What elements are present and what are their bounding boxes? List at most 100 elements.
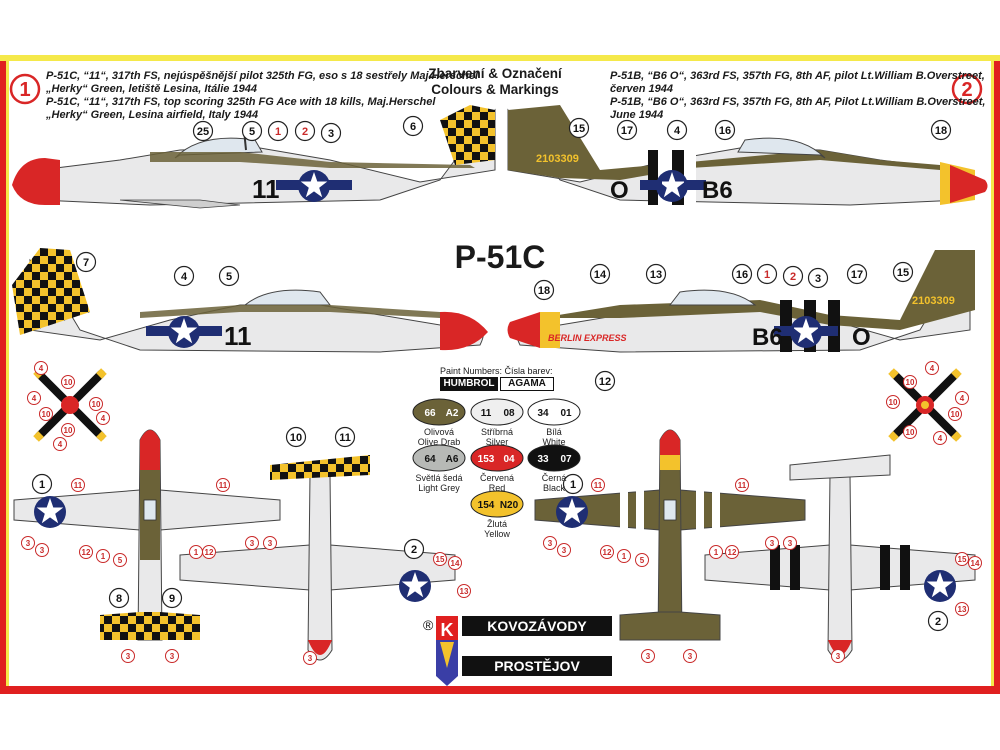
callout-6-label: 6 bbox=[410, 121, 416, 133]
callout-3a: 3 bbox=[320, 122, 342, 144]
callout-small-3n-label: 3 bbox=[836, 652, 841, 661]
swatch-red-humbrol: 153 bbox=[478, 454, 495, 465]
callout-16a-label: 16 bbox=[719, 125, 731, 137]
callout-16a: 16 bbox=[714, 119, 736, 141]
callout-small-10f-label: 10 bbox=[889, 398, 898, 407]
callout-small-10a-label: 10 bbox=[64, 378, 73, 387]
label-yellow: Žlutá Yellow bbox=[467, 519, 527, 539]
plan-2-top bbox=[534, 429, 806, 641]
callout-2c-label: 2 bbox=[411, 544, 417, 556]
swatch-yellow-agama: N20 bbox=[500, 500, 519, 511]
callout-small-12b: 12 bbox=[202, 545, 216, 559]
scheme-badge-2: 2 bbox=[951, 73, 983, 105]
callout-small-10e-label: 10 bbox=[906, 378, 915, 387]
callout-18a-label: 18 bbox=[935, 125, 947, 137]
scheme-2-line-2: červen 1944 bbox=[610, 83, 673, 95]
callout-small-4g: 4 bbox=[933, 431, 947, 445]
callout-small-12a: 12 bbox=[79, 545, 93, 559]
callout-small-3a: 3 bbox=[21, 536, 35, 550]
callout-small-3k: 3 bbox=[783, 536, 797, 550]
label-silver-cz: Stříbrná bbox=[480, 427, 513, 437]
callout-small-14a-label: 14 bbox=[451, 559, 460, 568]
callout-small-4f: 4 bbox=[955, 391, 969, 405]
callout-small-10d-label: 10 bbox=[64, 426, 73, 435]
callout-small-3d: 3 bbox=[263, 536, 277, 550]
callout-small-15a-label: 15 bbox=[436, 555, 445, 564]
callout-2a-label: 2 bbox=[302, 126, 308, 138]
callout-small-5b-label: 5 bbox=[640, 556, 645, 565]
label-red-en: Red bbox=[488, 483, 506, 493]
callout-small-4g-label: 4 bbox=[938, 434, 943, 443]
swatch-olive-drab-humbrol: 66 bbox=[424, 408, 436, 419]
callout-small-4e: 4 bbox=[925, 361, 939, 375]
callout-small-4c-label: 4 bbox=[101, 414, 106, 423]
paint-chart: 66 A2 11 08 34 01 64 A6 153 04 33 07 154… bbox=[412, 398, 581, 518]
scheme-badge-1-text: 1 bbox=[19, 79, 30, 101]
callout-small-4b-label: 4 bbox=[32, 394, 37, 403]
callout-4b-label: 4 bbox=[181, 271, 188, 283]
scheme-1-line-2: „Herky“ Green, letiště Lesina, Itálie 19… bbox=[46, 83, 257, 95]
callout-1d-label: 1 bbox=[570, 479, 576, 491]
colours-title: Zbarvení & Označení Colours & Markings bbox=[405, 66, 585, 98]
callout-small-3n: 3 bbox=[831, 649, 845, 663]
callout-1a-label: 1 bbox=[275, 126, 281, 138]
callout-small-13b: 13 bbox=[955, 602, 969, 616]
callout-15a: 15 bbox=[568, 117, 590, 139]
callouts-small: 4 10 4 10 10 4 10 4 4 10 4 10 10 10 4 11… bbox=[21, 361, 982, 665]
callout-small-4d: 4 bbox=[53, 437, 67, 451]
callout-small-3d-label: 3 bbox=[268, 539, 273, 548]
callout-small-10d: 10 bbox=[61, 423, 75, 437]
swatch-olive-drab-agama: A2 bbox=[446, 408, 459, 419]
callout-small-4f-label: 4 bbox=[960, 394, 965, 403]
callout-4b: 4 bbox=[173, 265, 195, 287]
callout-8: 8 bbox=[108, 587, 130, 609]
callout-small-3b: 3 bbox=[35, 543, 49, 557]
label-red-cz: Červená bbox=[479, 473, 515, 483]
callout-18b-label: 18 bbox=[538, 285, 550, 297]
callout-small-11b: 11 bbox=[216, 478, 230, 492]
callout-small-11d: 11 bbox=[735, 478, 749, 492]
profile-2-serial: 2103309 bbox=[536, 153, 579, 165]
callout-small-15b-label: 15 bbox=[958, 555, 967, 564]
callout-2d: 2 bbox=[927, 610, 949, 632]
title-en: Colours & Markings bbox=[431, 82, 559, 97]
callout-small-12d-label: 12 bbox=[728, 548, 737, 557]
callout-small-3i-label: 3 bbox=[562, 546, 567, 555]
border-red-bottom bbox=[0, 686, 1000, 694]
plan-1-bottom bbox=[179, 455, 456, 661]
callout-small-1c-label: 1 bbox=[622, 552, 627, 561]
callout-small-3i: 3 bbox=[557, 543, 571, 557]
label-yellow-en: Yellow bbox=[484, 529, 510, 539]
scheme-2-line-3: P-51B, “B6 O“, 363rd FS, 357th FG, 8th A… bbox=[610, 96, 986, 108]
callout-1c: 1 bbox=[31, 473, 53, 495]
title-cz: Zbarvení & Označení bbox=[428, 66, 562, 81]
propeller-right bbox=[888, 368, 962, 442]
border-red-right bbox=[994, 61, 1000, 691]
swatch-olive-drab: 66 A2 bbox=[412, 398, 466, 426]
label-silver: Stříbrná Silver bbox=[467, 427, 527, 447]
callout-15b-label: 15 bbox=[897, 267, 909, 279]
callout-12-label: 12 bbox=[599, 376, 611, 388]
callout-1c-label: 1 bbox=[39, 479, 45, 491]
callout-small-1a: 1 bbox=[96, 549, 110, 563]
callout-2b: 2 bbox=[782, 265, 804, 287]
callout-small-3j-label: 3 bbox=[770, 539, 775, 548]
logo-line-1: KOVOZÁVODY bbox=[462, 616, 612, 636]
callout-small-10a: 10 bbox=[61, 375, 75, 389]
callout-small-3l: 3 bbox=[641, 649, 655, 663]
callout-small-11b-label: 11 bbox=[219, 481, 228, 490]
callout-small-4a: 4 bbox=[34, 361, 48, 375]
profile-2b-serial: 2103309 bbox=[912, 295, 955, 307]
callout-small-13a: 13 bbox=[457, 584, 471, 598]
callout-small-15a: 15 bbox=[433, 552, 447, 566]
callout-11: 11 bbox=[334, 426, 356, 448]
callout-small-3c: 3 bbox=[245, 536, 259, 550]
callout-small-14a: 14 bbox=[448, 556, 462, 570]
callout-4a: 4 bbox=[666, 119, 688, 141]
callout-small-11c: 11 bbox=[591, 478, 605, 492]
callout-small-10b-label: 10 bbox=[92, 400, 101, 409]
label-white-cz: Bílá bbox=[546, 427, 562, 437]
callout-11-label: 11 bbox=[339, 432, 351, 444]
profile-1b-code: 11 bbox=[224, 321, 252, 351]
